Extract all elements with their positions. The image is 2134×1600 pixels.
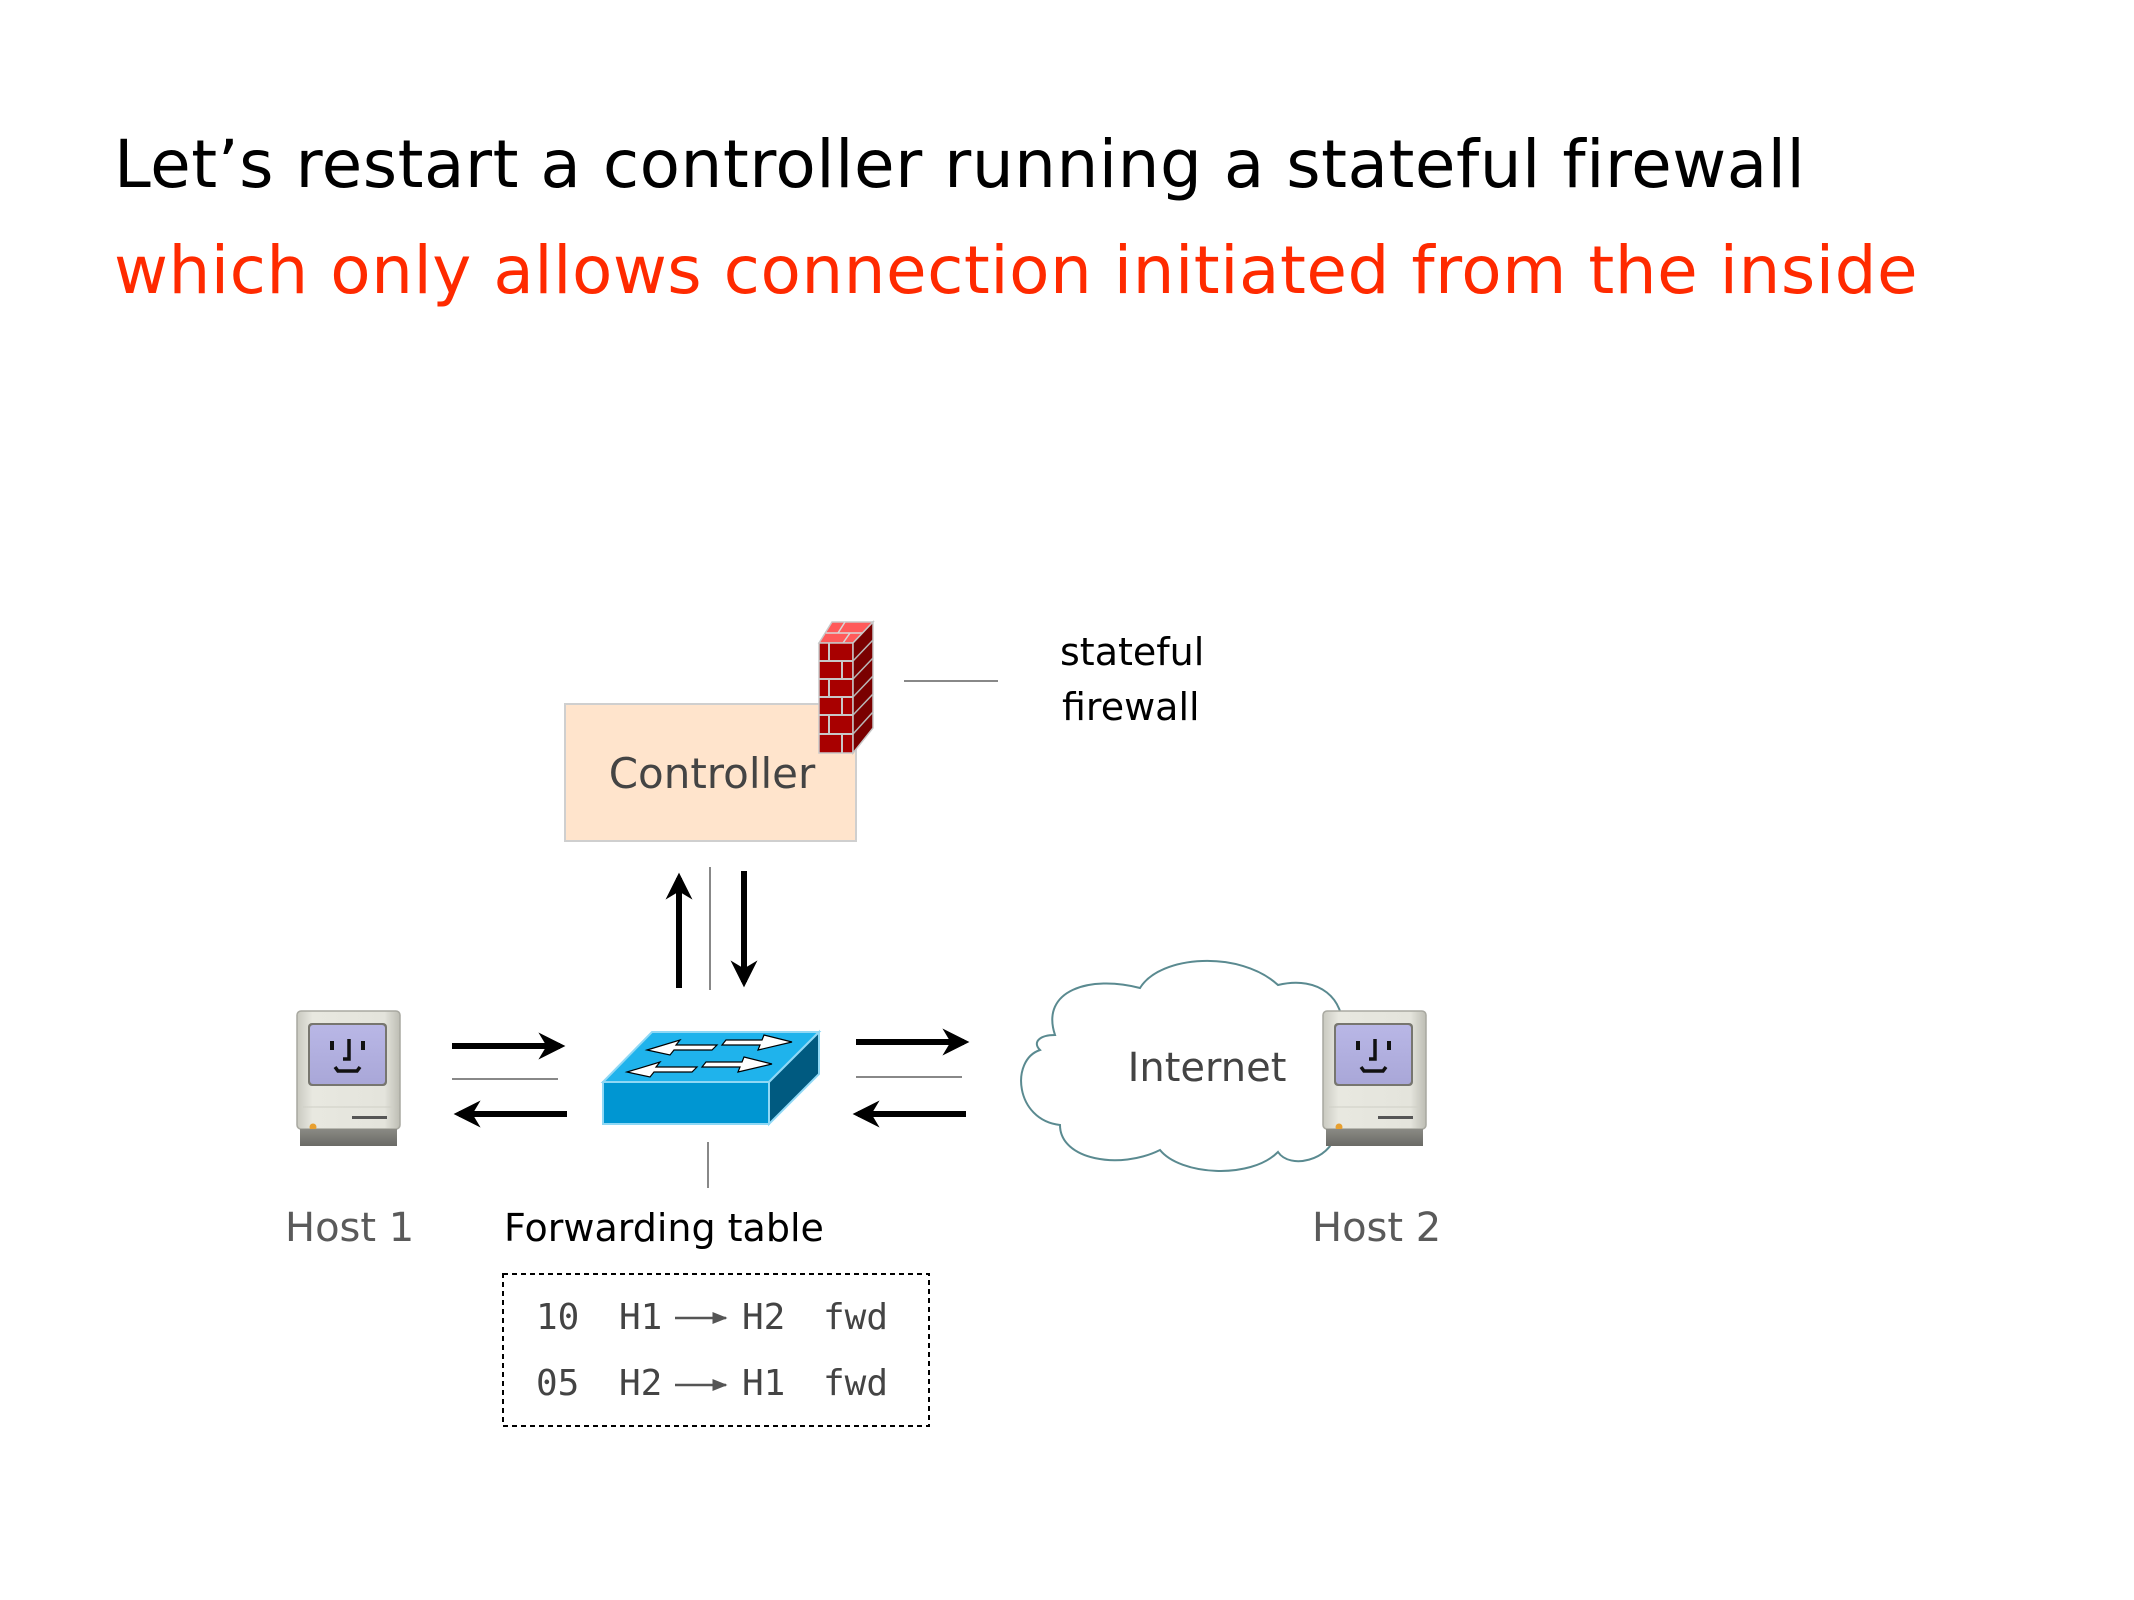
row-action: fwd <box>823 1297 888 1338</box>
host2-computer-icon <box>1322 1010 1427 1146</box>
controller-label: Controller <box>609 749 816 798</box>
row-src: H1 <box>619 1297 662 1338</box>
row-priority: 05 <box>536 1363 579 1404</box>
table-row: 05 H2 H1 fwd <box>536 1363 888 1404</box>
row-dst: H2 <box>742 1297 785 1338</box>
controller-box <box>564 703 857 842</box>
controller-node: Controller <box>564 703 857 842</box>
internet-label: Internet <box>1128 1045 1287 1091</box>
forwarding-table-title: Forwarding table <box>504 1206 824 1250</box>
row-dst: H1 <box>742 1363 785 1404</box>
internet-cloud-icon: Internet <box>1020 960 1364 1172</box>
host2-label: Host 2 <box>1312 1205 1441 1251</box>
host1-computer-icon <box>296 1010 401 1146</box>
row-action: fwd <box>823 1363 888 1404</box>
row-src: H2 <box>619 1363 662 1404</box>
row-priority: 10 <box>536 1297 579 1338</box>
forwarding-table-box <box>502 1273 930 1427</box>
table-row: 10 H1 H2 fwd <box>536 1297 888 1338</box>
firewall-label-line1: stateful <box>1060 630 1204 674</box>
slide-title: Let’s restart a controller running a sta… <box>114 126 1806 203</box>
brick-firewall-icon <box>817 620 875 756</box>
slide-subtitle: which only allows connection initiated f… <box>114 232 1919 309</box>
network-switch-icon <box>600 1029 822 1127</box>
host1-label: Host 1 <box>285 1205 414 1251</box>
firewall-label-line2: firewall <box>1062 685 1200 729</box>
